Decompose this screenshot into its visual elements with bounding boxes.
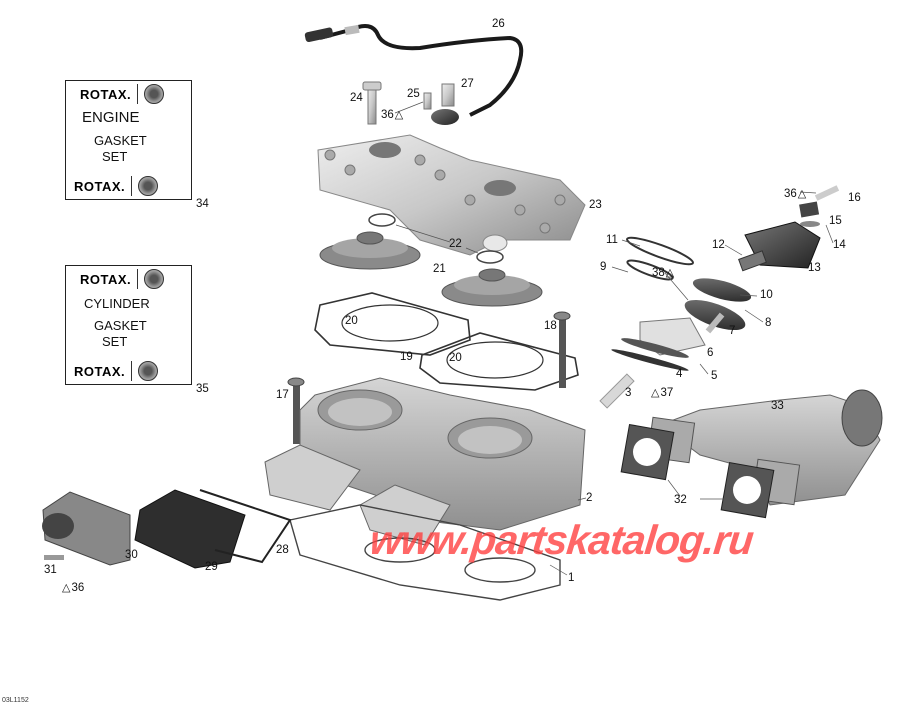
card-subtitle: GASKET [94, 318, 147, 333]
brp-logo-icon [138, 176, 159, 196]
callout-7[interactable]: 7 [729, 325, 736, 337]
callout-14[interactable]: 14 [833, 239, 846, 251]
callout-18[interactable]: 18 [544, 320, 557, 332]
callout-34: 34 [196, 198, 209, 210]
drop-warning-icon: △ [797, 188, 807, 200]
drop-warning-icon: △ [62, 582, 71, 594]
rave-valve-assembly[interactable] [599, 185, 840, 409]
card-title: ENGINE [82, 109, 140, 126]
card-subtitle: SET [102, 334, 128, 349]
callout-15[interactable]: 15 [829, 215, 842, 227]
rotax-logo: ROTAX. [74, 178, 126, 194]
head-bolts[interactable] [362, 81, 455, 125]
callout-35: 35 [196, 383, 209, 395]
callout-24[interactable]: 24 [350, 92, 363, 104]
callout-13[interactable]: 13 [808, 262, 821, 274]
combustion-domes[interactable] [319, 213, 543, 307]
callout-number: 36 [381, 109, 394, 121]
drop-warning-icon: △ [665, 267, 675, 279]
leader-lines [394, 101, 834, 576]
callout-32[interactable]: 32 [674, 494, 687, 506]
callout-20[interactable]: 20 [345, 315, 358, 327]
exhaust-gaskets[interactable] [620, 423, 775, 519]
callout-8[interactable]: 8 [765, 317, 772, 329]
callout-number: 36 [71, 582, 85, 594]
cylinder-gasket-set-card[interactable]: ROTAX. CYLINDER GASKET SET ROTAX. [65, 265, 192, 385]
callout-38[interactable]: 38△ [652, 267, 675, 280]
callout-22[interactable]: 22 [449, 238, 462, 250]
callout-20[interactable]: 20 [449, 352, 462, 364]
callout-1[interactable]: 1 [568, 572, 575, 584]
rotax-logo: ROTAX. [74, 363, 126, 379]
cylinder-head[interactable] [317, 134, 586, 256]
rotax-logo: ROTAX. [80, 271, 132, 287]
callout-11[interactable]: 11 [606, 234, 618, 246]
separator [131, 176, 133, 196]
callout-9[interactable]: 9 [600, 261, 607, 273]
callout-number: 36 [784, 188, 797, 200]
engine-gasket-set-card[interactable]: ROTAX. ENGINE GASKET SET ROTAX. [65, 80, 192, 200]
watermark: www.partskatalog.ru [367, 517, 756, 563]
callout-21[interactable]: 21 [433, 263, 446, 275]
callout-36[interactable]: 36△ [784, 188, 807, 201]
callout-30[interactable]: 30 [125, 549, 138, 561]
card-subtitle: SET [102, 149, 128, 164]
callout-number: 38 [652, 267, 665, 279]
callout-28[interactable]: 28 [276, 544, 289, 556]
callout-36[interactable]: 36△ [381, 109, 404, 122]
callout-6[interactable]: 6 [707, 347, 714, 359]
callout-4[interactable]: 4 [676, 368, 683, 380]
head-gaskets[interactable] [314, 292, 579, 391]
callout-33[interactable]: 33 [771, 400, 784, 412]
separator [137, 269, 139, 289]
drop-warning-icon: △ [394, 109, 404, 121]
drop-warning-icon: △ [651, 387, 660, 399]
callout-23[interactable]: 23 [589, 199, 602, 211]
separator [131, 361, 133, 381]
card-title: CYLINDER [84, 296, 150, 311]
callout-10[interactable]: 10 [760, 289, 773, 301]
card-subtitle: GASKET [94, 133, 147, 148]
callout-17[interactable]: 17 [276, 389, 289, 401]
callout-31[interactable]: 31 [44, 564, 57, 576]
cylinder-block[interactable] [264, 377, 586, 546]
separator [137, 84, 139, 104]
callout-5[interactable]: 5 [711, 370, 718, 382]
callout-12[interactable]: 12 [712, 239, 725, 251]
callout-29[interactable]: 29 [205, 561, 218, 573]
drawing-code: 03L1152 [2, 697, 29, 704]
callout-37[interactable]: △37 [650, 387, 674, 400]
brp-logo-icon [144, 269, 165, 289]
callout-3[interactable]: 3 [625, 387, 632, 399]
callout-25[interactable]: 25 [407, 88, 420, 100]
intake-parts[interactable] [42, 489, 292, 569]
callout-36[interactable]: △36 [61, 582, 85, 595]
callout-27[interactable]: 27 [461, 78, 474, 90]
rotax-logo: ROTAX. [80, 86, 132, 102]
callout-26[interactable]: 26 [492, 18, 505, 30]
cylinder-bolts[interactable] [287, 311, 571, 444]
knock-sensor-cable[interactable] [304, 24, 524, 125]
callout-2[interactable]: 2 [586, 492, 593, 504]
callout-16[interactable]: 16 [848, 192, 861, 204]
brp-logo-icon [144, 84, 165, 104]
callout-19[interactable]: 19 [400, 351, 413, 363]
brp-logo-icon [138, 361, 159, 381]
base-gasket[interactable] [289, 504, 561, 601]
callout-number: 37 [660, 387, 674, 399]
